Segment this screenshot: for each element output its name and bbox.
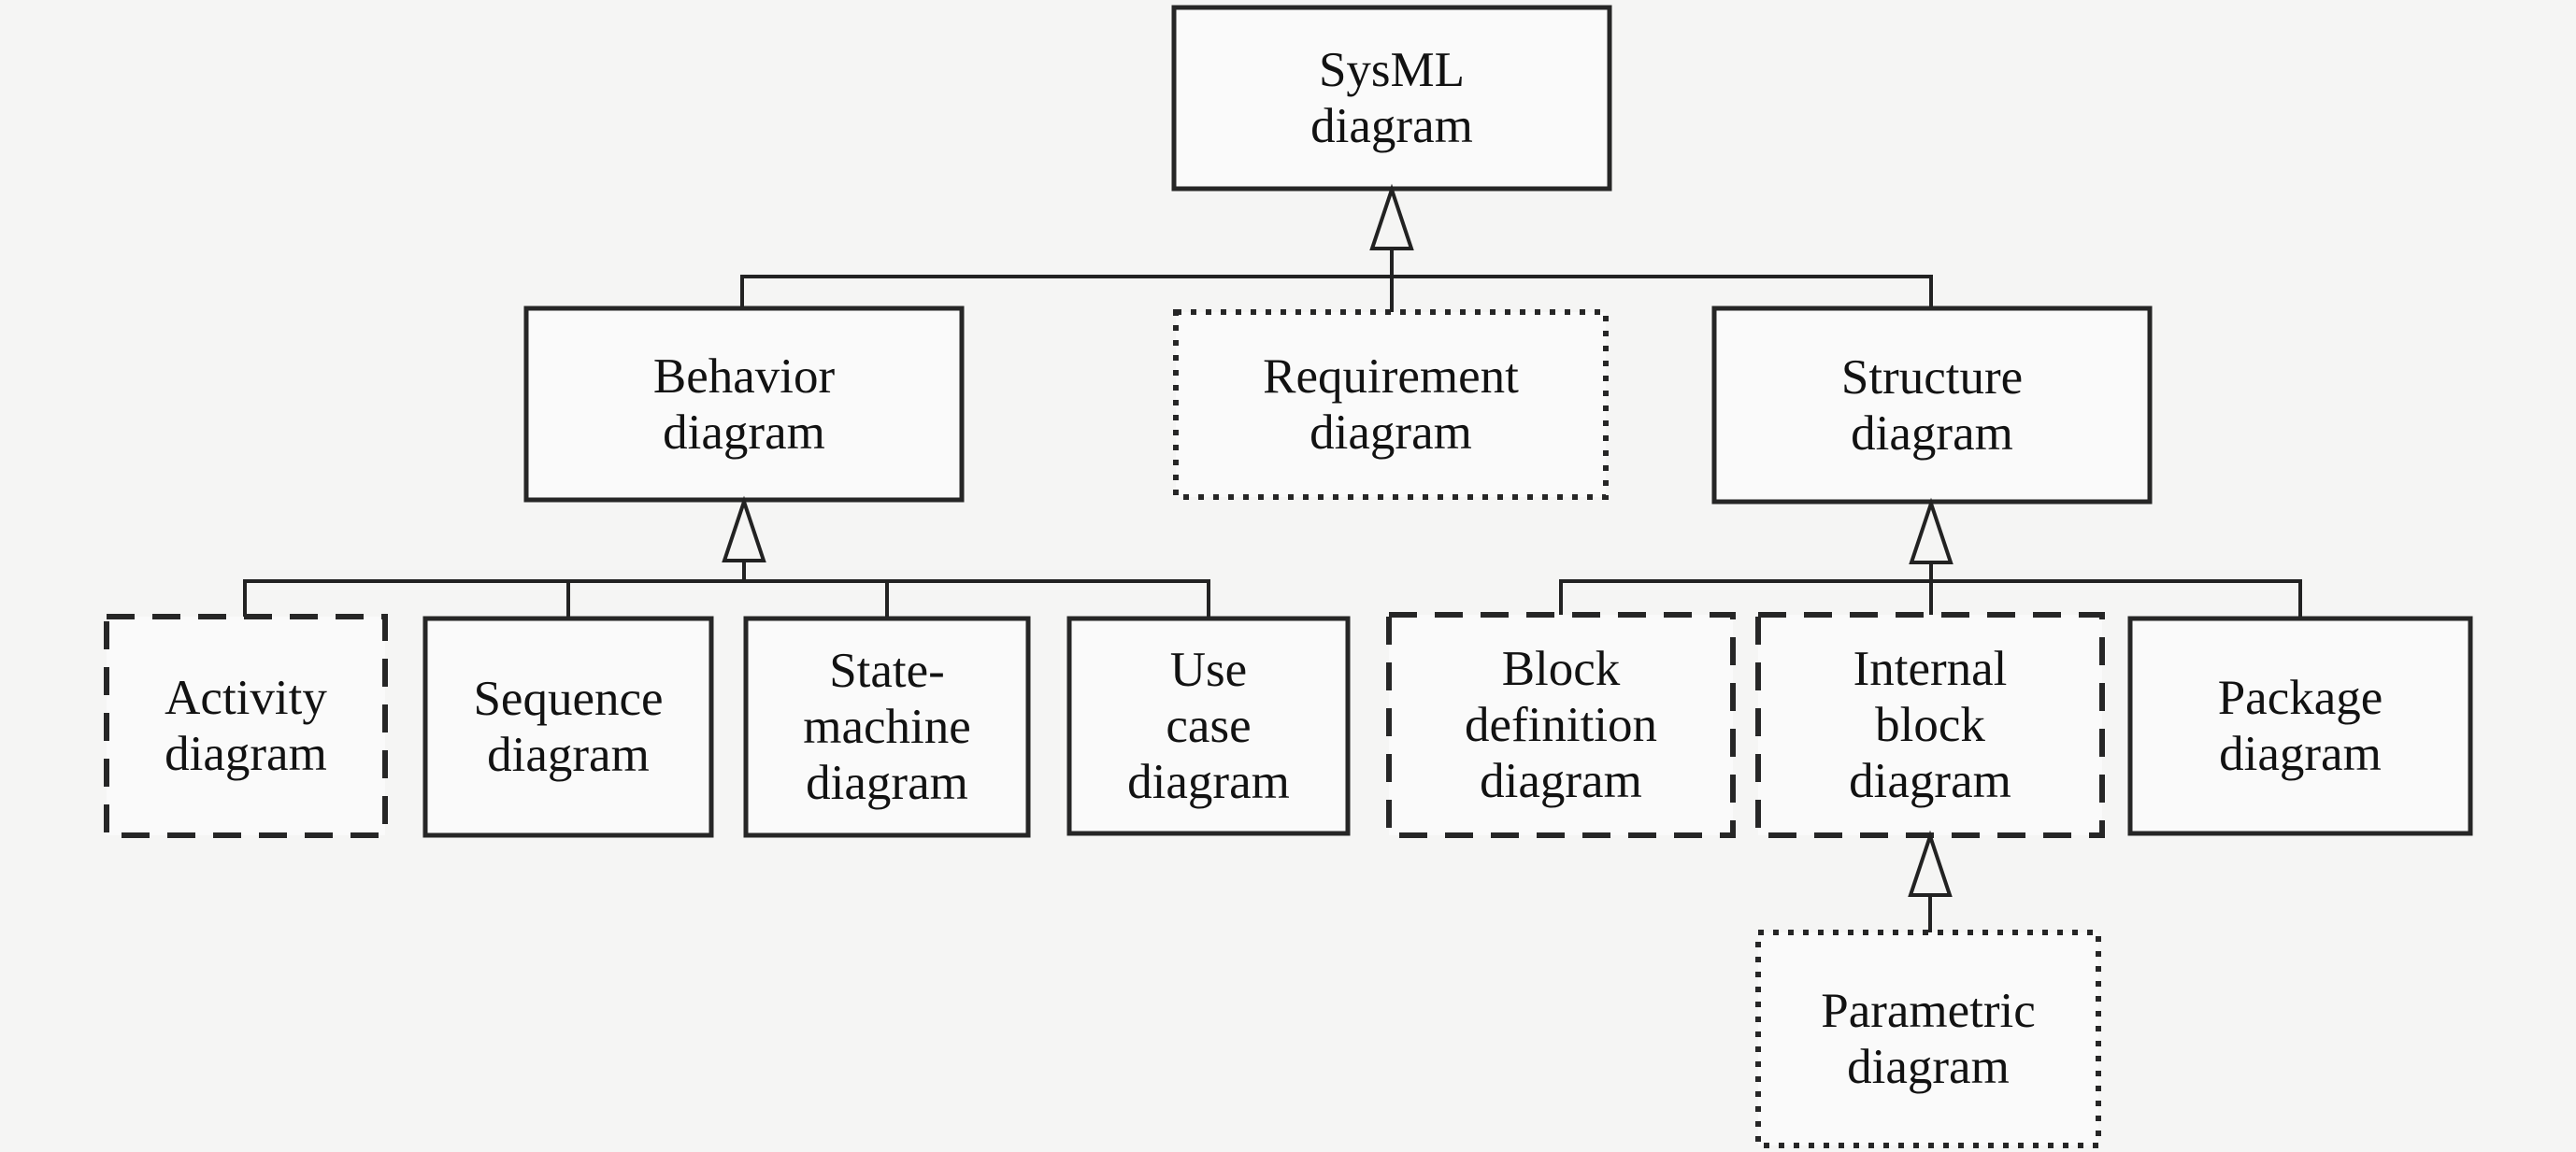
node-box-use-case-diagram xyxy=(1066,616,1351,836)
node-sequence-diagram: Sequence diagram xyxy=(473,672,664,782)
node-activity-diagram: Activity diagram xyxy=(165,671,327,781)
node-box-state-machine-diagram xyxy=(743,616,1031,838)
node-state-machine-diagram: State- machine diagram xyxy=(803,644,971,810)
edge-group-behavior-children xyxy=(243,561,1210,622)
node-behavior-diagram: Behavior diagram xyxy=(652,348,836,460)
node-box-requirement-diagram xyxy=(1173,309,1609,500)
node-package-diagram: Package diagram xyxy=(2217,671,2383,781)
node-parametric-diagram: Parametric diagram xyxy=(1821,984,2036,1094)
generalization-arrow-to-internal-block xyxy=(1908,830,1953,897)
edge-group-structure-children xyxy=(1559,562,2302,622)
node-box-parametric-diagram xyxy=(1755,930,2101,1148)
node-requirement-diagram: Requirement diagram xyxy=(1263,349,1519,460)
node-box-package-diagram xyxy=(2127,616,2473,836)
node-block-definition-diagram: Block definition diagram xyxy=(1464,642,1658,808)
node-use-case-diagram: Use case diagram xyxy=(1127,643,1290,809)
node-box-behavior-diagram xyxy=(523,306,965,503)
generalization-arrow-to-structure xyxy=(1909,497,1953,564)
node-sysml-diagram: SysML diagram xyxy=(1310,43,1473,153)
node-box-internal-block-diagram xyxy=(1755,612,2105,838)
node-box-block-definition-diagram xyxy=(1386,612,1736,838)
generalization-arrow-to-sysml xyxy=(1369,183,1414,250)
node-box-sysml-diagram xyxy=(1171,5,1612,192)
node-box-activity-diagram xyxy=(104,614,388,838)
node-structure-diagram: Structure diagram xyxy=(1840,349,2024,461)
generalization-arrow-to-behavior xyxy=(722,495,766,562)
edge-group-sysml-children xyxy=(740,249,1933,316)
node-internal-block-diagram: Internal block diagram xyxy=(1849,642,2011,808)
node-box-sequence-diagram xyxy=(422,616,714,838)
